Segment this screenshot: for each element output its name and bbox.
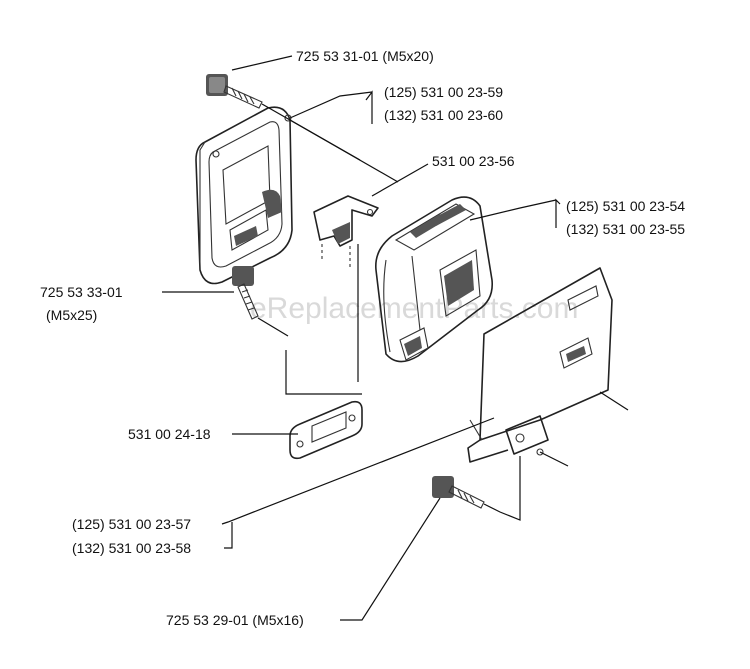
watermark: eReplacementParts.com: [250, 292, 578, 325]
leader-lines: [162, 55, 561, 621]
bolt-top-m5x20: [206, 74, 263, 109]
muffler-cover: [195, 106, 293, 285]
muffler-body: [375, 196, 494, 363]
heat-shield-plate: [467, 267, 613, 463]
gasket: [289, 400, 363, 460]
bracket: [313, 195, 379, 270]
labels: 725 53 31-01 (M5x20) (125) 531 00 23-59 …: [40, 48, 685, 628]
label-muffler-125: (125) 531 00 23-54: [566, 198, 685, 214]
label-bolt-left-line2: (M5x25): [46, 307, 97, 323]
label-muffler-132: (132) 531 00 23-55: [566, 221, 685, 237]
label-cover-132: (132) 531 00 23-60: [384, 107, 503, 123]
label-plate-125: (125) 531 00 23-57: [72, 516, 191, 532]
label-bolt-top: 725 53 31-01 (M5x20): [296, 48, 434, 64]
label-bracket: 531 00 23-56: [432, 153, 515, 169]
bolt-left-m5x25: [232, 266, 259, 320]
label-plate-132: (132) 531 00 23-58: [72, 540, 191, 556]
label-cover-125: (125) 531 00 23-59: [384, 84, 503, 100]
bolt-bottom-m5x16: [432, 476, 485, 509]
label-bolt-bottom: 725 53 29-01 (M5x16): [166, 612, 304, 628]
label-gasket: 531 00 24-18: [128, 426, 211, 442]
label-bolt-left-line1: 725 53 33-01: [40, 284, 123, 300]
assembly-lines: [257, 103, 629, 521]
